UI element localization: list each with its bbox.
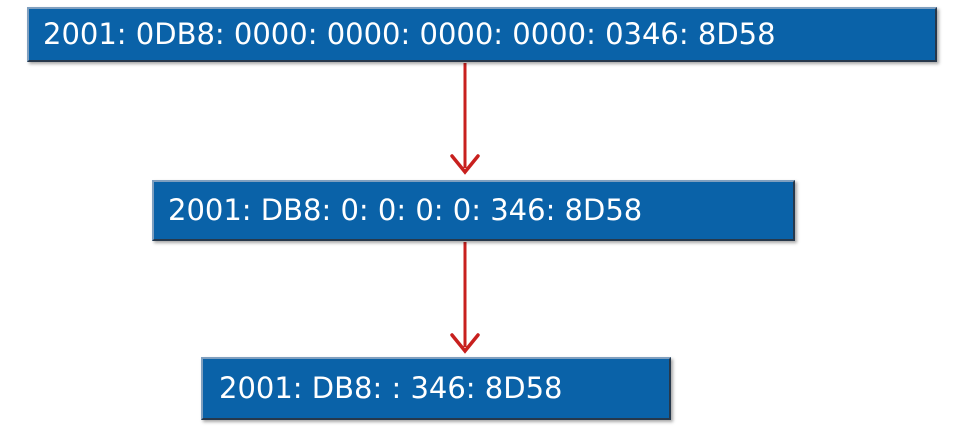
leading-zeros-removed-box: 2001: DB8: 0: 0: 0: 0: 346: 8D58: [152, 180, 795, 241]
arrow-leading-to-compressed: [450, 242, 480, 354]
full-address-text: 2001: 0DB8: 0000: 0000: 0000: 0000: 0346…: [43, 17, 776, 51]
compressed-address-text: 2001: DB8: : 346: 8D58: [219, 371, 563, 405]
leading-zeros-removed-text: 2001: DB8: 0: 0: 0: 0: 346: 8D58: [168, 193, 643, 227]
arrow-full-to-leading: [450, 63, 480, 175]
compressed-address-box: 2001: DB8: : 346: 8D58: [201, 357, 671, 420]
full-address-box: 2001: 0DB8: 0000: 0000: 0000: 0000: 0346…: [27, 7, 937, 62]
